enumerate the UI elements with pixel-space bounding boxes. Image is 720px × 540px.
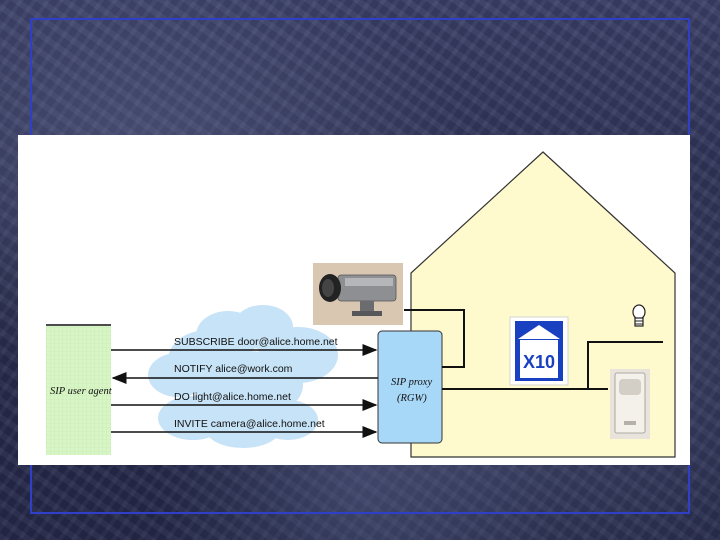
sip-user-agent-box[interactable]	[46, 326, 111, 455]
message-label-subscribe: SUBSCRIBE door@alice.home.net	[174, 336, 338, 348]
x10-logo-icon[interactable]: X10	[509, 316, 569, 386]
sip-proxy-label-line1: SIP proxy	[391, 377, 432, 388]
light-bulb-icon[interactable]	[632, 304, 646, 327]
x10-logo-text: X10	[523, 352, 555, 372]
message-label-notify: NOTIFY alice@work.com	[174, 363, 293, 375]
motion-sensor-icon[interactable]	[610, 369, 650, 439]
network-cloud	[148, 305, 338, 448]
sip-user-agent-label: SIP user agent	[50, 386, 113, 397]
house-outline	[410, 151, 676, 458]
sip-proxy-box[interactable]	[377, 330, 443, 444]
camera-icon[interactable]	[313, 263, 403, 325]
message-label-invite: INVITE camera@alice.home.net	[174, 418, 325, 430]
message-label-do: DO light@alice.home.net	[174, 391, 291, 403]
diagram-panel: SIP user agent SIP proxy (RGW) SUBSCRIBE…	[18, 135, 690, 465]
sip-proxy-label-line2: (RGW)	[397, 393, 427, 404]
sip-home-diagram: SIP user agent SIP proxy (RGW) SUBSCRIBE…	[46, 151, 676, 458]
house-wiring	[404, 309, 663, 390]
